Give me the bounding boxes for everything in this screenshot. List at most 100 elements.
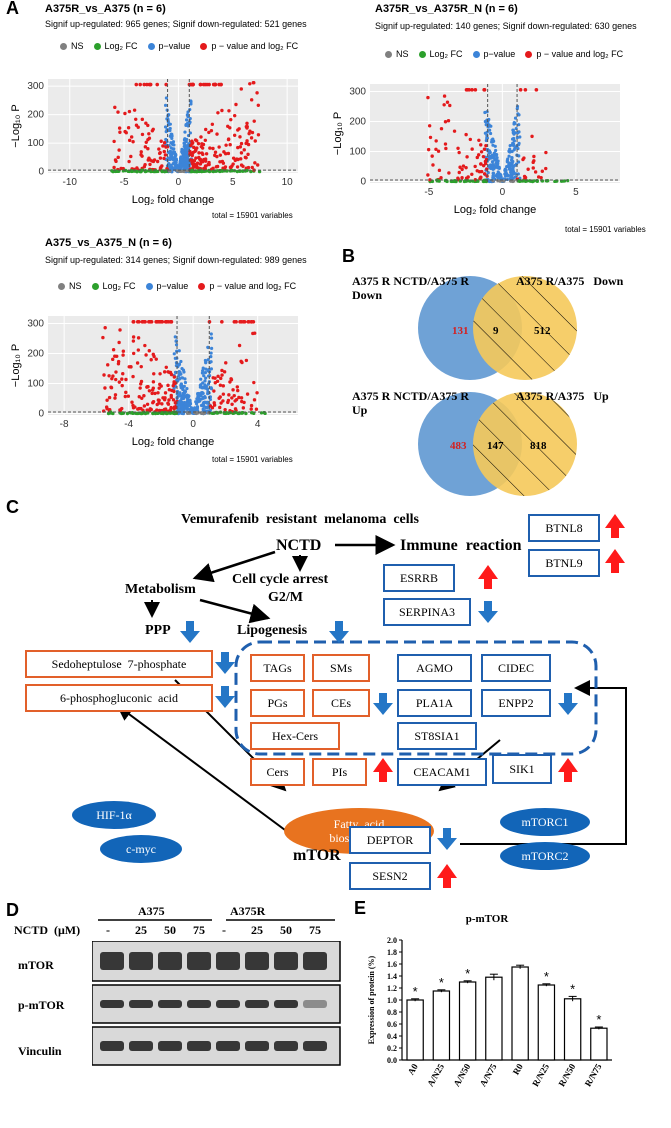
blue-point — [489, 131, 493, 136]
y-axis-label: Expression of protein (%) — [367, 955, 376, 1044]
point — [232, 133, 237, 137]
volcano-2-legend: NS Log₂ FC p−value p − value and log₂ FC — [385, 49, 623, 59]
point — [114, 370, 118, 374]
bar — [432, 990, 451, 1061]
x-tick-label: 0 — [190, 419, 196, 430]
point — [198, 157, 203, 162]
point — [531, 160, 535, 165]
point — [426, 147, 431, 152]
point — [221, 166, 225, 170]
saturated-point — [232, 320, 237, 324]
point — [116, 359, 121, 364]
blot-band — [100, 1000, 124, 1008]
point — [184, 151, 188, 155]
point — [132, 108, 137, 112]
legend-ns: NS — [396, 49, 409, 59]
blue-point — [173, 356, 177, 360]
blue-point — [171, 156, 175, 160]
ces-box: CEs — [312, 689, 370, 717]
blue-point — [517, 160, 521, 164]
point — [199, 144, 204, 149]
point — [442, 94, 447, 98]
volcano-1-subtitle: Signif up-regulated: 965 genes; Signif d… — [45, 19, 307, 29]
point — [160, 402, 164, 406]
point — [162, 149, 166, 154]
point — [126, 126, 131, 130]
blue-point — [184, 118, 189, 122]
blue-point — [513, 116, 518, 120]
blue-point — [174, 361, 179, 365]
volcano-2-total: total = 15901 variables — [565, 225, 646, 234]
y-tick-label: 0 — [38, 167, 44, 178]
point — [540, 169, 545, 173]
point — [127, 138, 132, 143]
blot-band — [216, 1000, 240, 1008]
point — [121, 353, 125, 357]
base-point — [121, 411, 125, 416]
point — [245, 139, 249, 143]
point — [476, 153, 481, 157]
point — [119, 166, 123, 171]
blue-point — [183, 405, 187, 410]
blue-point — [164, 96, 169, 100]
blue-point — [485, 136, 490, 140]
point — [179, 383, 183, 388]
point — [185, 158, 189, 162]
x-tick-label: A/N50 — [451, 1062, 472, 1089]
point — [231, 162, 235, 166]
point — [256, 133, 261, 137]
point — [198, 162, 203, 166]
point — [218, 395, 222, 399]
point — [219, 376, 223, 381]
point — [123, 394, 128, 399]
blue-point — [171, 147, 175, 151]
point — [219, 401, 223, 405]
base-point — [232, 169, 237, 173]
saturated-point — [156, 320, 161, 324]
point — [218, 383, 223, 387]
blue-point — [189, 102, 193, 106]
point — [245, 392, 250, 396]
point — [162, 407, 167, 412]
blue-point — [182, 389, 187, 393]
point — [149, 358, 153, 362]
legend-pvalue: p−value — [156, 281, 189, 291]
point — [178, 394, 182, 398]
blue-point — [516, 131, 520, 135]
point — [428, 135, 433, 140]
x-tick-label: -8 — [60, 419, 69, 430]
blue-point — [510, 143, 515, 147]
saturated-point — [164, 320, 168, 324]
point — [173, 381, 178, 385]
point — [233, 158, 237, 163]
point — [140, 396, 144, 400]
point — [139, 152, 143, 157]
blue-point — [170, 134, 174, 138]
blue-point — [172, 352, 176, 356]
point — [484, 143, 488, 148]
point — [149, 407, 154, 412]
point — [457, 150, 461, 155]
point — [166, 402, 171, 406]
y-tick-label: 100 — [349, 147, 366, 158]
blue-point — [209, 360, 213, 364]
point — [204, 152, 209, 156]
blue-point — [171, 162, 175, 166]
point — [146, 123, 150, 128]
ns-dot-icon — [58, 282, 65, 290]
point — [190, 139, 194, 143]
point — [142, 404, 147, 408]
pla1a-box: PLA1A — [397, 689, 472, 717]
point — [164, 365, 168, 369]
base-point — [130, 169, 134, 174]
bar — [406, 999, 424, 1061]
both-dot-icon — [525, 50, 533, 58]
significance-mark: * — [439, 975, 444, 990]
point — [207, 130, 211, 135]
blue-point — [483, 110, 487, 115]
point — [252, 398, 257, 402]
blot-band — [187, 952, 211, 970]
point — [162, 156, 166, 161]
point — [166, 383, 170, 388]
point — [239, 163, 244, 167]
